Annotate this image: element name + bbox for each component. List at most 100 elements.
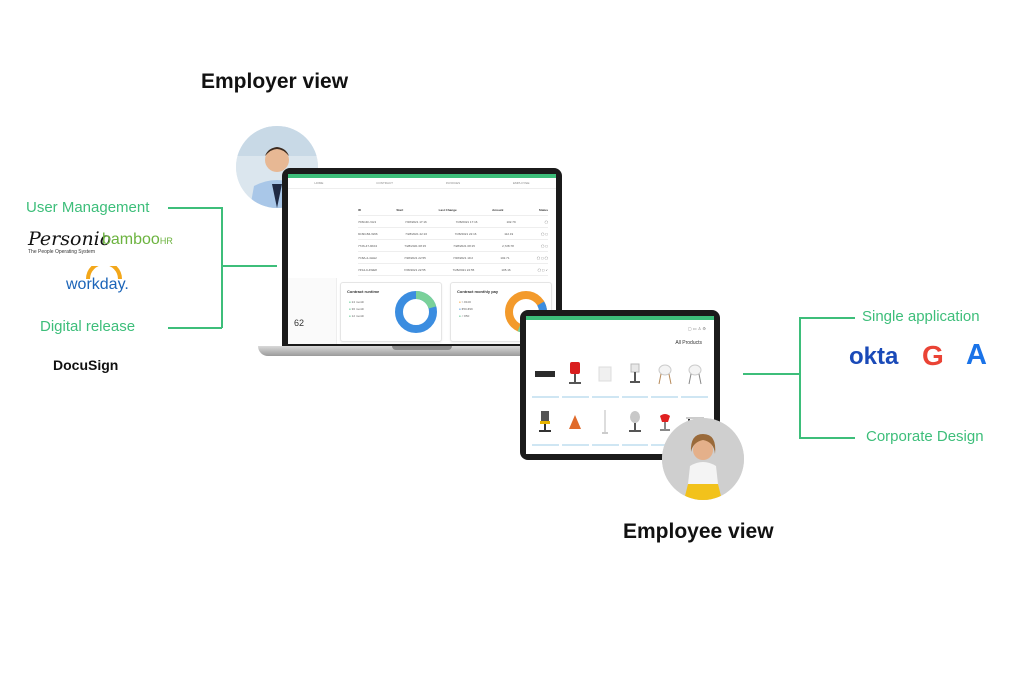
product-item[interactable] (621, 352, 649, 398)
legend-label: €50-€99 (461, 307, 473, 311)
table-row[interactable]: 9C6D-B4-W96 7/28/2021 22:16 7/28/2021 22:1… (358, 228, 548, 240)
employee-view-heading: Employee view (623, 520, 774, 543)
status-icons: ◯ ▢ (540, 231, 548, 236)
contract-runtime-card: Contract runtime ● 24 month ● 36 month ●… (340, 282, 442, 342)
nav-item[interactable]: EMPLOYEE (513, 181, 530, 185)
card-title: Contract runtime (347, 289, 380, 294)
table-cell: 7/28/2021 08:15 (453, 243, 475, 248)
legend-label: 12 month (351, 314, 365, 318)
table-row[interactable]: 74S4-0-4WE8 7/28/2021 22:55 7/28/2021 22:5… (358, 264, 548, 276)
legend-label: < €50 (461, 314, 470, 318)
bamboohr-logo-part: bamboo (102, 231, 160, 248)
product-image (539, 411, 552, 432)
contracts-table: ID Start Last Change Amount Status 7D6C4… (358, 204, 548, 276)
table-header-row: ID Start Last Change Amount Status (358, 204, 548, 216)
connector-line (221, 207, 223, 328)
product-item[interactable] (591, 400, 619, 446)
legend-label: 24 month (351, 300, 365, 304)
table-row[interactable]: 7D6C4F-VH3 7/28/2021 17:16 7/28/2021 17:16… (358, 216, 548, 228)
donut-chart (395, 291, 437, 333)
connector-line (799, 437, 855, 439)
table-header: Status (538, 207, 548, 212)
legend-item: ● > €100 (459, 300, 471, 304)
product-image (602, 410, 609, 434)
product-item[interactable] (532, 352, 559, 398)
personio-tagline: The People Operating System (28, 249, 95, 255)
product-item[interactable] (591, 352, 619, 398)
table-cell: 7/28/2021 22:55 (404, 255, 426, 260)
digital-release-label: Digital release (40, 318, 136, 335)
product-item[interactable] (561, 400, 589, 446)
nav-item[interactable]: HOME (314, 181, 324, 185)
summary-panel: 62 (288, 278, 337, 344)
table-cell: 74S4-0-4WE8 (358, 267, 377, 272)
shop-header-icons: ▢ ▭ ♙ ⚙ (687, 326, 706, 331)
employer-dashboard: HOME CONTRACT INVOICES EMPLOYEE ID Start… (288, 174, 556, 344)
legend-item: ● < €50 (459, 314, 470, 318)
product-image (659, 414, 670, 431)
table-cell: 102.79 (506, 219, 516, 224)
legend-item: ● 12 month (349, 314, 365, 318)
table-cell: 7/28/2021 19:2 (453, 255, 474, 260)
nav-item[interactable]: CONTRACT (376, 181, 393, 185)
status-icons: ◯ ▢ ◯ (536, 255, 548, 260)
table-header: Last Change (438, 207, 457, 212)
table-cell: 2,728.78 (502, 243, 514, 248)
product-image (569, 415, 582, 429)
table-cell: 112.19 (504, 231, 514, 236)
table-cell: 105.16 (501, 267, 511, 272)
employee-avatar (662, 418, 744, 500)
product-image (629, 363, 640, 383)
table-cell: 7726-47-9KF2 (358, 243, 378, 248)
product-image (628, 411, 641, 432)
product-item[interactable] (681, 352, 708, 398)
table-cell: 7/28/2021 22:55 (403, 267, 426, 272)
product-image (598, 366, 612, 382)
table-cell: 7/28/2021 17:16 (405, 219, 427, 224)
dashboard-nav: HOME CONTRACT INVOICES EMPLOYEE (288, 178, 556, 189)
corporate-design-label: Corporate Design (866, 428, 984, 445)
docusign-logo: DocuSign (53, 357, 119, 373)
table-cell: 7/28/2021 22:55 (452, 267, 475, 272)
google-logo: G (922, 340, 944, 371)
bamboohr-logo-part: HR (159, 236, 173, 246)
employee-shop: ▢ ▭ ♙ ⚙ All Products (526, 316, 714, 454)
table-cell: 7/28/2021 22:16 (405, 231, 427, 236)
table-header: ID (358, 207, 361, 212)
legend-item: ● 36 month (349, 307, 365, 311)
table-header: Amount (492, 207, 504, 212)
shop-topbar (526, 316, 714, 320)
product-image (658, 364, 672, 385)
table-cell: 7/28/2021 22:16 (454, 231, 477, 236)
table-cell: 7/28/2021 17:16 (455, 219, 478, 224)
connector-line (168, 327, 222, 329)
person-icon (236, 126, 318, 208)
single-application-label: Single application (862, 308, 980, 325)
card-legend: ● 24 month ● 36 month ● 12 month (349, 299, 364, 320)
employer-view-heading: Employer view (201, 70, 349, 93)
personio-logo: Personio (28, 228, 112, 250)
status-icons: ◯ (544, 219, 548, 224)
nav-item[interactable]: INVOICES (445, 181, 461, 185)
table-cell: 7D6C4F-VH3 (358, 219, 377, 224)
product-item[interactable] (561, 352, 589, 398)
azure-logo: A (966, 339, 987, 371)
user-management-label: User Management (26, 199, 150, 216)
product-item[interactable] (621, 400, 649, 446)
product-item[interactable] (532, 400, 559, 446)
okta-logo: okta (849, 343, 899, 370)
legend-label: 36 month (351, 307, 365, 311)
table-cell: 9C6D-B4-W96 (358, 231, 378, 236)
product-item[interactable] (651, 352, 679, 398)
summary-value: 62 (294, 318, 305, 328)
product-image (688, 364, 702, 385)
connector-line (168, 207, 222, 209)
table-header: Start (396, 207, 404, 212)
person-icon (662, 418, 744, 500)
laptop-notch (392, 346, 452, 350)
connector-line (799, 317, 855, 319)
shop-title: All Products (675, 340, 702, 346)
connector-line (799, 317, 801, 438)
